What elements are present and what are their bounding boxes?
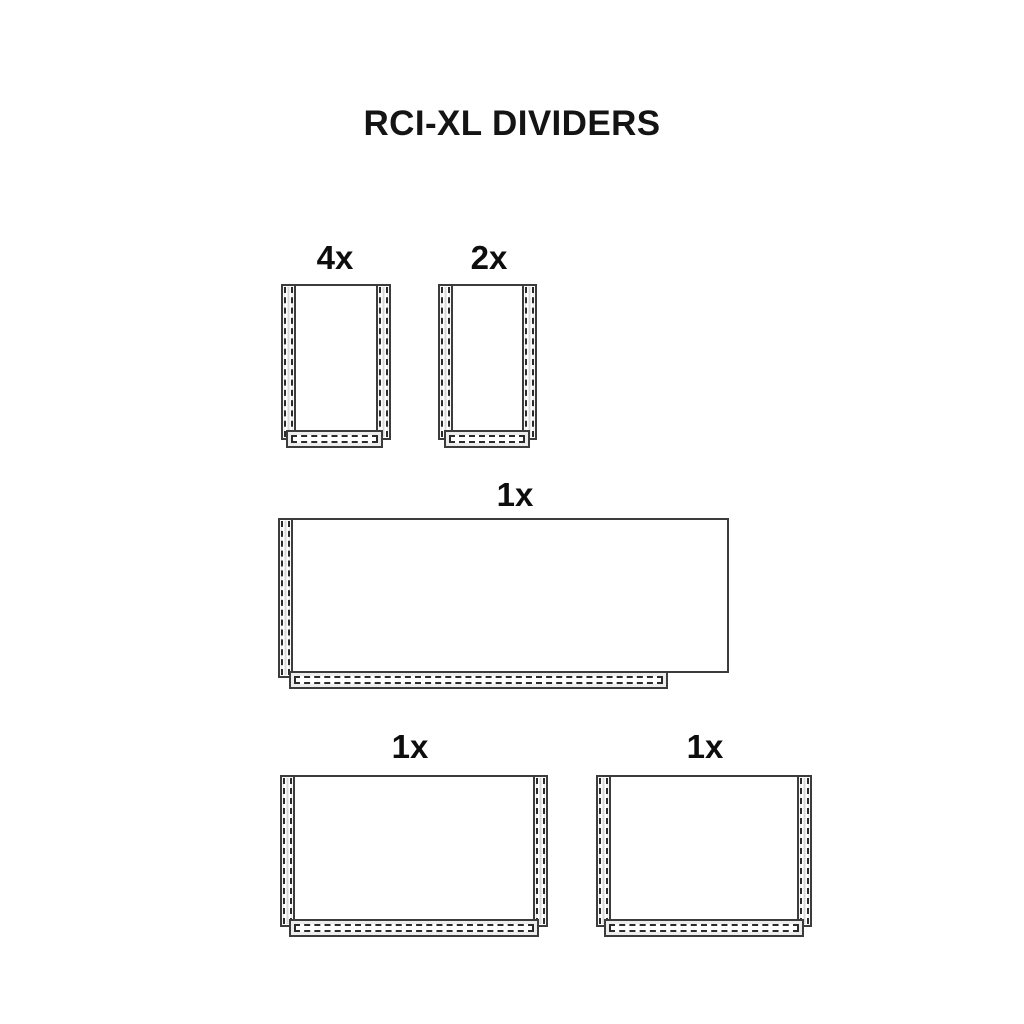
- fold-line-dashed: [441, 287, 450, 437]
- bottom-tab: [289, 919, 539, 937]
- fold-line-dashed: [800, 778, 809, 924]
- quantity-label: 2x: [470, 239, 508, 276]
- fold-flap-left: [281, 284, 296, 440]
- fold-flap-left: [596, 775, 611, 927]
- quantity-label: 1x: [496, 476, 534, 513]
- bottom-tab: [604, 919, 804, 937]
- quantity-label: 4x: [316, 239, 354, 276]
- fold-flap-left: [280, 775, 295, 927]
- fold-flap-left: [438, 284, 453, 440]
- fold-flap-right: [522, 284, 537, 440]
- fold-flap-right: [376, 284, 391, 440]
- fold-line-dashed: [379, 287, 388, 437]
- fold-flap-right: [797, 775, 812, 927]
- fold-line-dashed: [281, 521, 290, 675]
- fold-flap-left: [278, 518, 293, 678]
- bottom-tab-dashed-outline: [294, 676, 663, 684]
- bottom-tab-dashed-outline: [294, 924, 534, 932]
- fold-flap-right: [533, 775, 548, 927]
- bottom-tab: [286, 430, 383, 448]
- bottom-tab: [289, 671, 668, 689]
- bottom-tab-dashed-outline: [449, 435, 525, 443]
- part-body-panel: [280, 775, 548, 922]
- fold-line-dashed: [284, 287, 293, 437]
- bottom-tab-dashed-outline: [609, 924, 799, 932]
- fold-line-dashed: [283, 778, 292, 924]
- fold-line-dashed: [525, 287, 534, 437]
- part-body-panel: [278, 518, 729, 673]
- bottom-tab: [444, 430, 530, 448]
- fold-line-dashed: [599, 778, 608, 924]
- part-body-panel: [596, 775, 812, 922]
- quantity-label: 1x: [391, 728, 429, 765]
- fold-line-dashed: [536, 778, 545, 924]
- page-title: RCI-XL DIVIDERS: [363, 104, 661, 143]
- part-body-panel: [281, 284, 391, 435]
- bottom-tab-dashed-outline: [291, 435, 378, 443]
- quantity-label: 1x: [686, 728, 724, 765]
